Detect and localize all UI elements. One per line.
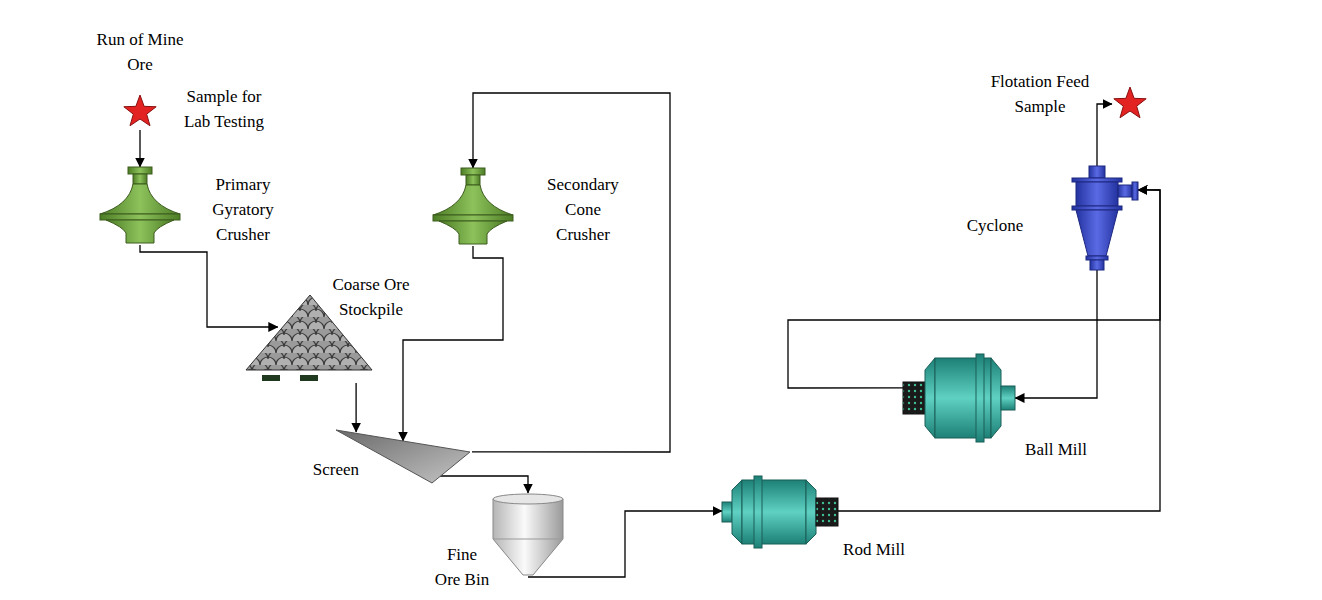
shape-part xyxy=(1086,256,1108,260)
flow-line xyxy=(140,245,278,327)
equipment-label: Fine Ore Bin xyxy=(435,542,489,592)
shape-part xyxy=(100,214,180,220)
shape-part xyxy=(806,480,816,544)
sample-star: Flotation Feed Sample xyxy=(1112,86,1148,122)
flow-line xyxy=(1015,270,1097,398)
hydrocyclone: Cyclone xyxy=(1062,166,1142,270)
flow-line xyxy=(440,476,528,493)
shape-part xyxy=(493,494,563,504)
sample-star-icon xyxy=(1112,86,1148,122)
label-line: Cyclone xyxy=(967,213,1024,238)
label-line: Rod Mill xyxy=(843,537,905,562)
flow-line xyxy=(838,190,1160,511)
shape-part xyxy=(493,539,563,540)
label-line: Crusher xyxy=(547,222,619,247)
shape-part xyxy=(128,167,152,174)
equipment-label: Screen xyxy=(313,457,359,482)
hydrocyclone-icon xyxy=(1062,166,1142,270)
equipment-label: Primary Gyratory Crusher xyxy=(212,172,273,247)
shape-part xyxy=(133,174,147,184)
equipment-label: Run of Mine Ore xyxy=(97,27,184,77)
equipment-label: Cyclone xyxy=(967,213,1024,238)
label-line: Ore xyxy=(97,52,184,77)
shape-part xyxy=(262,375,280,381)
label-line: Ore Bin xyxy=(435,567,489,592)
shape-part xyxy=(722,502,732,522)
equipment-label: Sample for Lab Testing xyxy=(184,84,264,134)
equipment-label: Ball Mill xyxy=(1025,437,1087,462)
shape-part xyxy=(106,220,174,243)
label-line: Lab Testing xyxy=(184,109,264,134)
shape-part xyxy=(100,184,180,214)
shape-part xyxy=(461,168,485,175)
flow-line xyxy=(403,246,503,441)
rod-mill-icon xyxy=(700,476,842,548)
sample-star: Run of Mine OreSample for Lab Testing xyxy=(122,94,158,130)
label-line: Ball Mill xyxy=(1025,437,1087,462)
flow-line xyxy=(139,130,140,167)
shape-part xyxy=(1090,260,1104,270)
ore-bin: Fine Ore Bin xyxy=(492,493,564,577)
shape-part xyxy=(1076,210,1118,256)
label-line: Cone xyxy=(547,197,619,222)
shape-part xyxy=(1118,185,1132,197)
label-line: Run of Mine xyxy=(97,27,184,52)
equipment-label: Rod Mill xyxy=(843,537,905,562)
shape-part xyxy=(466,175,480,185)
label-line: Fine xyxy=(435,542,489,567)
sample-star-icon xyxy=(122,94,158,130)
label-line: Screen xyxy=(313,457,359,482)
shape-part xyxy=(493,499,563,575)
shape-part xyxy=(1072,206,1122,210)
shape-part xyxy=(903,382,925,414)
vibrating-screen: Screen xyxy=(334,428,472,485)
shape-part xyxy=(1001,386,1015,410)
label-line: Crusher xyxy=(212,222,273,247)
label-line: Primary xyxy=(212,172,273,197)
label-line: Flotation Feed xyxy=(991,69,1090,94)
gyratory-crusher: Primary Gyratory Crusher xyxy=(98,167,182,245)
shape-part xyxy=(732,480,742,544)
equipment-label: Coarse Ore Stockpile xyxy=(333,272,410,322)
shape-part xyxy=(433,215,513,221)
shape-part xyxy=(991,358,1001,438)
ore-bin-icon xyxy=(492,493,564,577)
shape-part xyxy=(300,375,318,381)
shape-part xyxy=(1114,87,1146,118)
cone-crusher: Secondary Cone Crusher xyxy=(431,168,515,246)
shape-part xyxy=(1076,182,1118,206)
shape-part xyxy=(439,221,507,244)
ball-mill-icon xyxy=(900,352,1022,444)
shape-part xyxy=(433,185,513,215)
flow-line xyxy=(1097,104,1112,166)
flow-line xyxy=(472,93,670,452)
flow-line xyxy=(355,383,356,432)
label-line: Gyratory xyxy=(212,197,273,222)
ore-stockpile: Coarse Ore Stockpile xyxy=(244,293,374,383)
cone-crusher-icon xyxy=(431,168,515,246)
shape-part xyxy=(925,358,935,438)
label-line: Secondary xyxy=(547,172,619,197)
shape-part xyxy=(124,95,156,126)
label-line: Sample for xyxy=(184,84,264,109)
rod-mill: Rod Mill xyxy=(700,476,842,548)
label-line: Stockpile xyxy=(333,297,410,322)
equipment-label: Flotation Feed Sample xyxy=(991,69,1090,119)
shape-part xyxy=(1089,166,1105,178)
gyratory-crusher-icon xyxy=(98,167,182,245)
label-line: Sample xyxy=(991,94,1090,119)
shape-part xyxy=(816,498,838,526)
ball-mill: Ball Mill xyxy=(900,352,1022,444)
shape-part xyxy=(742,480,806,544)
shape-part xyxy=(976,354,984,442)
shape-part xyxy=(1132,182,1138,200)
label-line: Coarse Ore xyxy=(333,272,410,297)
equipment-label: Secondary Cone Crusher xyxy=(547,172,619,247)
shape-part xyxy=(1072,178,1122,182)
shape-part xyxy=(754,476,762,548)
